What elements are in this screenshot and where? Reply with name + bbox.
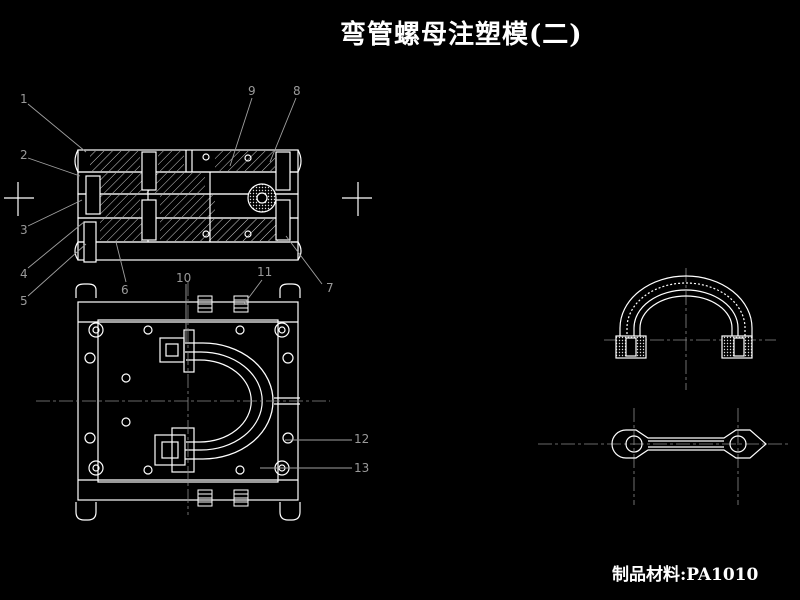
section-view	[74, 149, 302, 263]
part-number-11: 11	[257, 265, 272, 279]
center-lines	[36, 268, 790, 515]
part-number-3: 3	[20, 223, 28, 237]
part-number-12: 12	[354, 432, 369, 446]
part-number-10: 10	[176, 271, 191, 285]
part-front-view	[615, 275, 753, 359]
part-number-4: 4	[20, 267, 28, 281]
part-number-6: 6	[121, 283, 129, 297]
drawing-title: 弯管螺母注塑模(二)	[340, 20, 583, 50]
part-number-5: 5	[20, 294, 28, 308]
part-number-9: 9	[248, 84, 256, 98]
part-number-labels: 1 2 3 4 5 6 7 8 9 10 11 12 13	[20, 84, 369, 475]
part-number-13: 13	[354, 461, 369, 475]
leaders	[27, 97, 352, 469]
part-number-1: 1	[20, 92, 28, 106]
part-number-8: 8	[293, 84, 301, 98]
section-marks	[4, 182, 372, 216]
plate-5	[77, 241, 299, 261]
part-number-2: 2	[20, 148, 28, 162]
part-number-7: 7	[326, 281, 334, 295]
part-top-view	[611, 429, 767, 459]
material-label: 制品材料:PA1010	[612, 565, 759, 585]
